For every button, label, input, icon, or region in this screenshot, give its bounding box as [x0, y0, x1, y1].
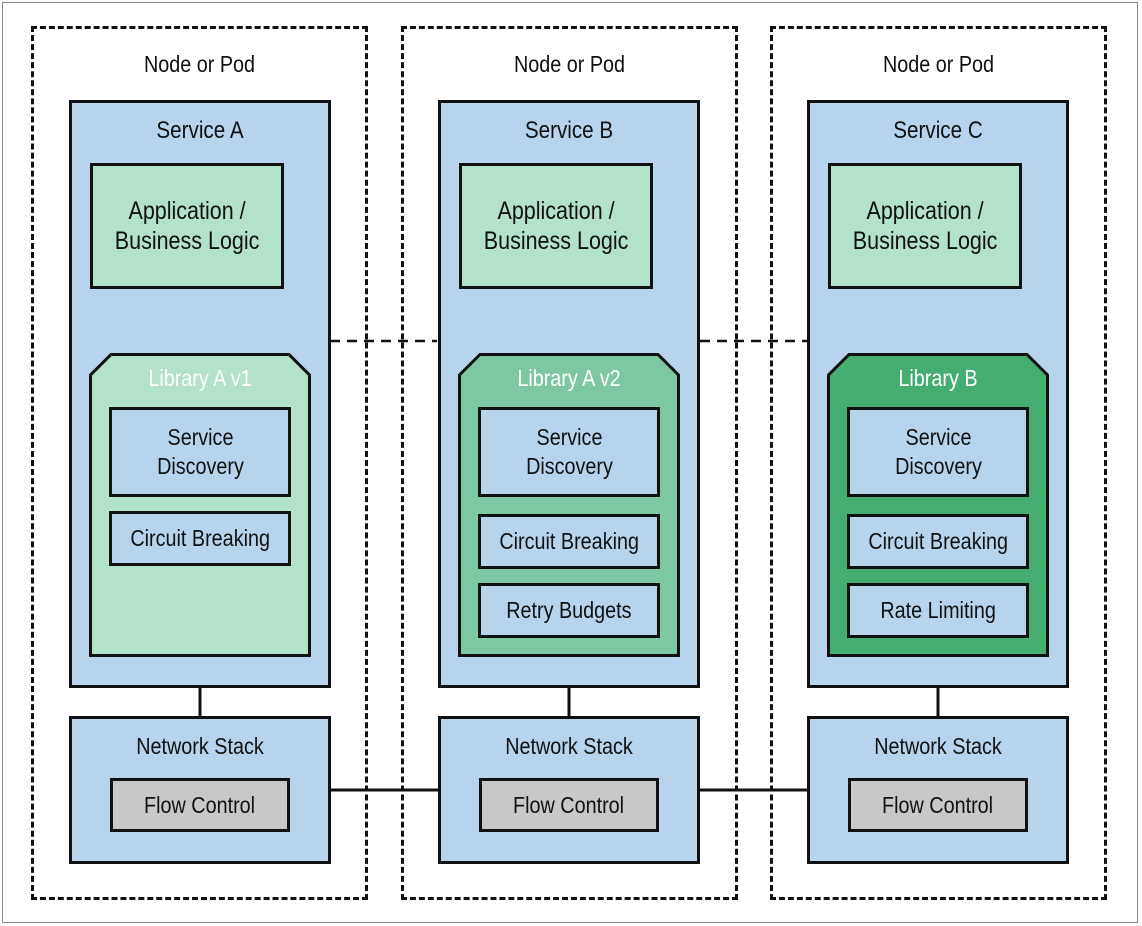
network-stack-title: Network Stack: [505, 733, 633, 759]
network-stack-title: Network Stack: [874, 733, 1002, 759]
app-logic-line1: Application /: [866, 197, 984, 225]
service-b-title: Service B: [524, 117, 614, 144]
pod-label: Node or Pod: [143, 51, 256, 77]
feature-circuit-breaking-a: Circuit Breaking: [109, 511, 291, 566]
feature-circuit-breaking-c: Circuit Breaking: [847, 514, 1029, 569]
feature-label: Service: [167, 424, 233, 450]
pod-a: Node or Pod: [31, 26, 368, 900]
pod-b: Node or Pod: [401, 26, 738, 900]
pod-c: Node or Pod: [770, 26, 1107, 900]
app-logic-line2: Business Logic: [852, 227, 998, 255]
feature-label: Circuit Breaking: [499, 528, 639, 554]
flow-control-label: Flow Control: [882, 791, 994, 818]
library-a-v1: Library A v1: [89, 353, 311, 657]
feature-label: Discovery: [525, 453, 613, 479]
feature-label: Rate Limiting: [880, 597, 996, 623]
app-logic-line1: Application /: [128, 197, 246, 225]
library-title: Library A v1: [148, 365, 252, 391]
network-stack-title: Network Stack: [136, 733, 264, 759]
feature-label: Service: [905, 424, 971, 450]
feature-retry-budgets-b: Retry Budgets: [478, 583, 660, 638]
library-title: Library B: [898, 365, 978, 391]
feature-rate-limiting-c: Rate Limiting: [847, 583, 1029, 638]
feature-label: Circuit Breaking: [130, 525, 270, 551]
flow-control-label: Flow Control: [144, 791, 256, 818]
service-a-title: Service A: [156, 117, 244, 144]
app-logic-b: Application / Business Logic: [459, 163, 653, 289]
app-logic-c: Application / Business Logic: [828, 163, 1022, 289]
service-c-title: Service C: [893, 117, 983, 144]
feature-service-discovery-b: Service Discovery: [478, 407, 660, 497]
library-outline: [89, 353, 311, 657]
pod-label: Node or Pod: [513, 51, 626, 77]
feature-label: Circuit Breaking: [868, 528, 1008, 554]
app-logic-line2: Business Logic: [483, 227, 629, 255]
flow-control-b: Flow Control: [479, 778, 659, 832]
flow-control-a: Flow Control: [110, 778, 290, 832]
feature-service-discovery-c: Service Discovery: [847, 407, 1029, 497]
library-title: Library A v2: [517, 365, 621, 391]
flow-control-c: Flow Control: [848, 778, 1028, 832]
feature-circuit-breaking-b: Circuit Breaking: [478, 514, 660, 569]
library-shape: [89, 353, 311, 657]
feature-label: Discovery: [894, 453, 982, 479]
feature-label: Retry Budgets: [506, 597, 632, 623]
app-logic-a: Application / Business Logic: [90, 163, 284, 289]
flow-control-label: Flow Control: [513, 791, 625, 818]
feature-service-discovery-a: Service Discovery: [109, 407, 291, 497]
pod-label: Node or Pod: [882, 51, 995, 77]
feature-label: Service: [536, 424, 602, 450]
app-logic-line2: Business Logic: [114, 227, 260, 255]
feature-label: Discovery: [156, 453, 244, 479]
app-logic-line1: Application /: [497, 197, 615, 225]
